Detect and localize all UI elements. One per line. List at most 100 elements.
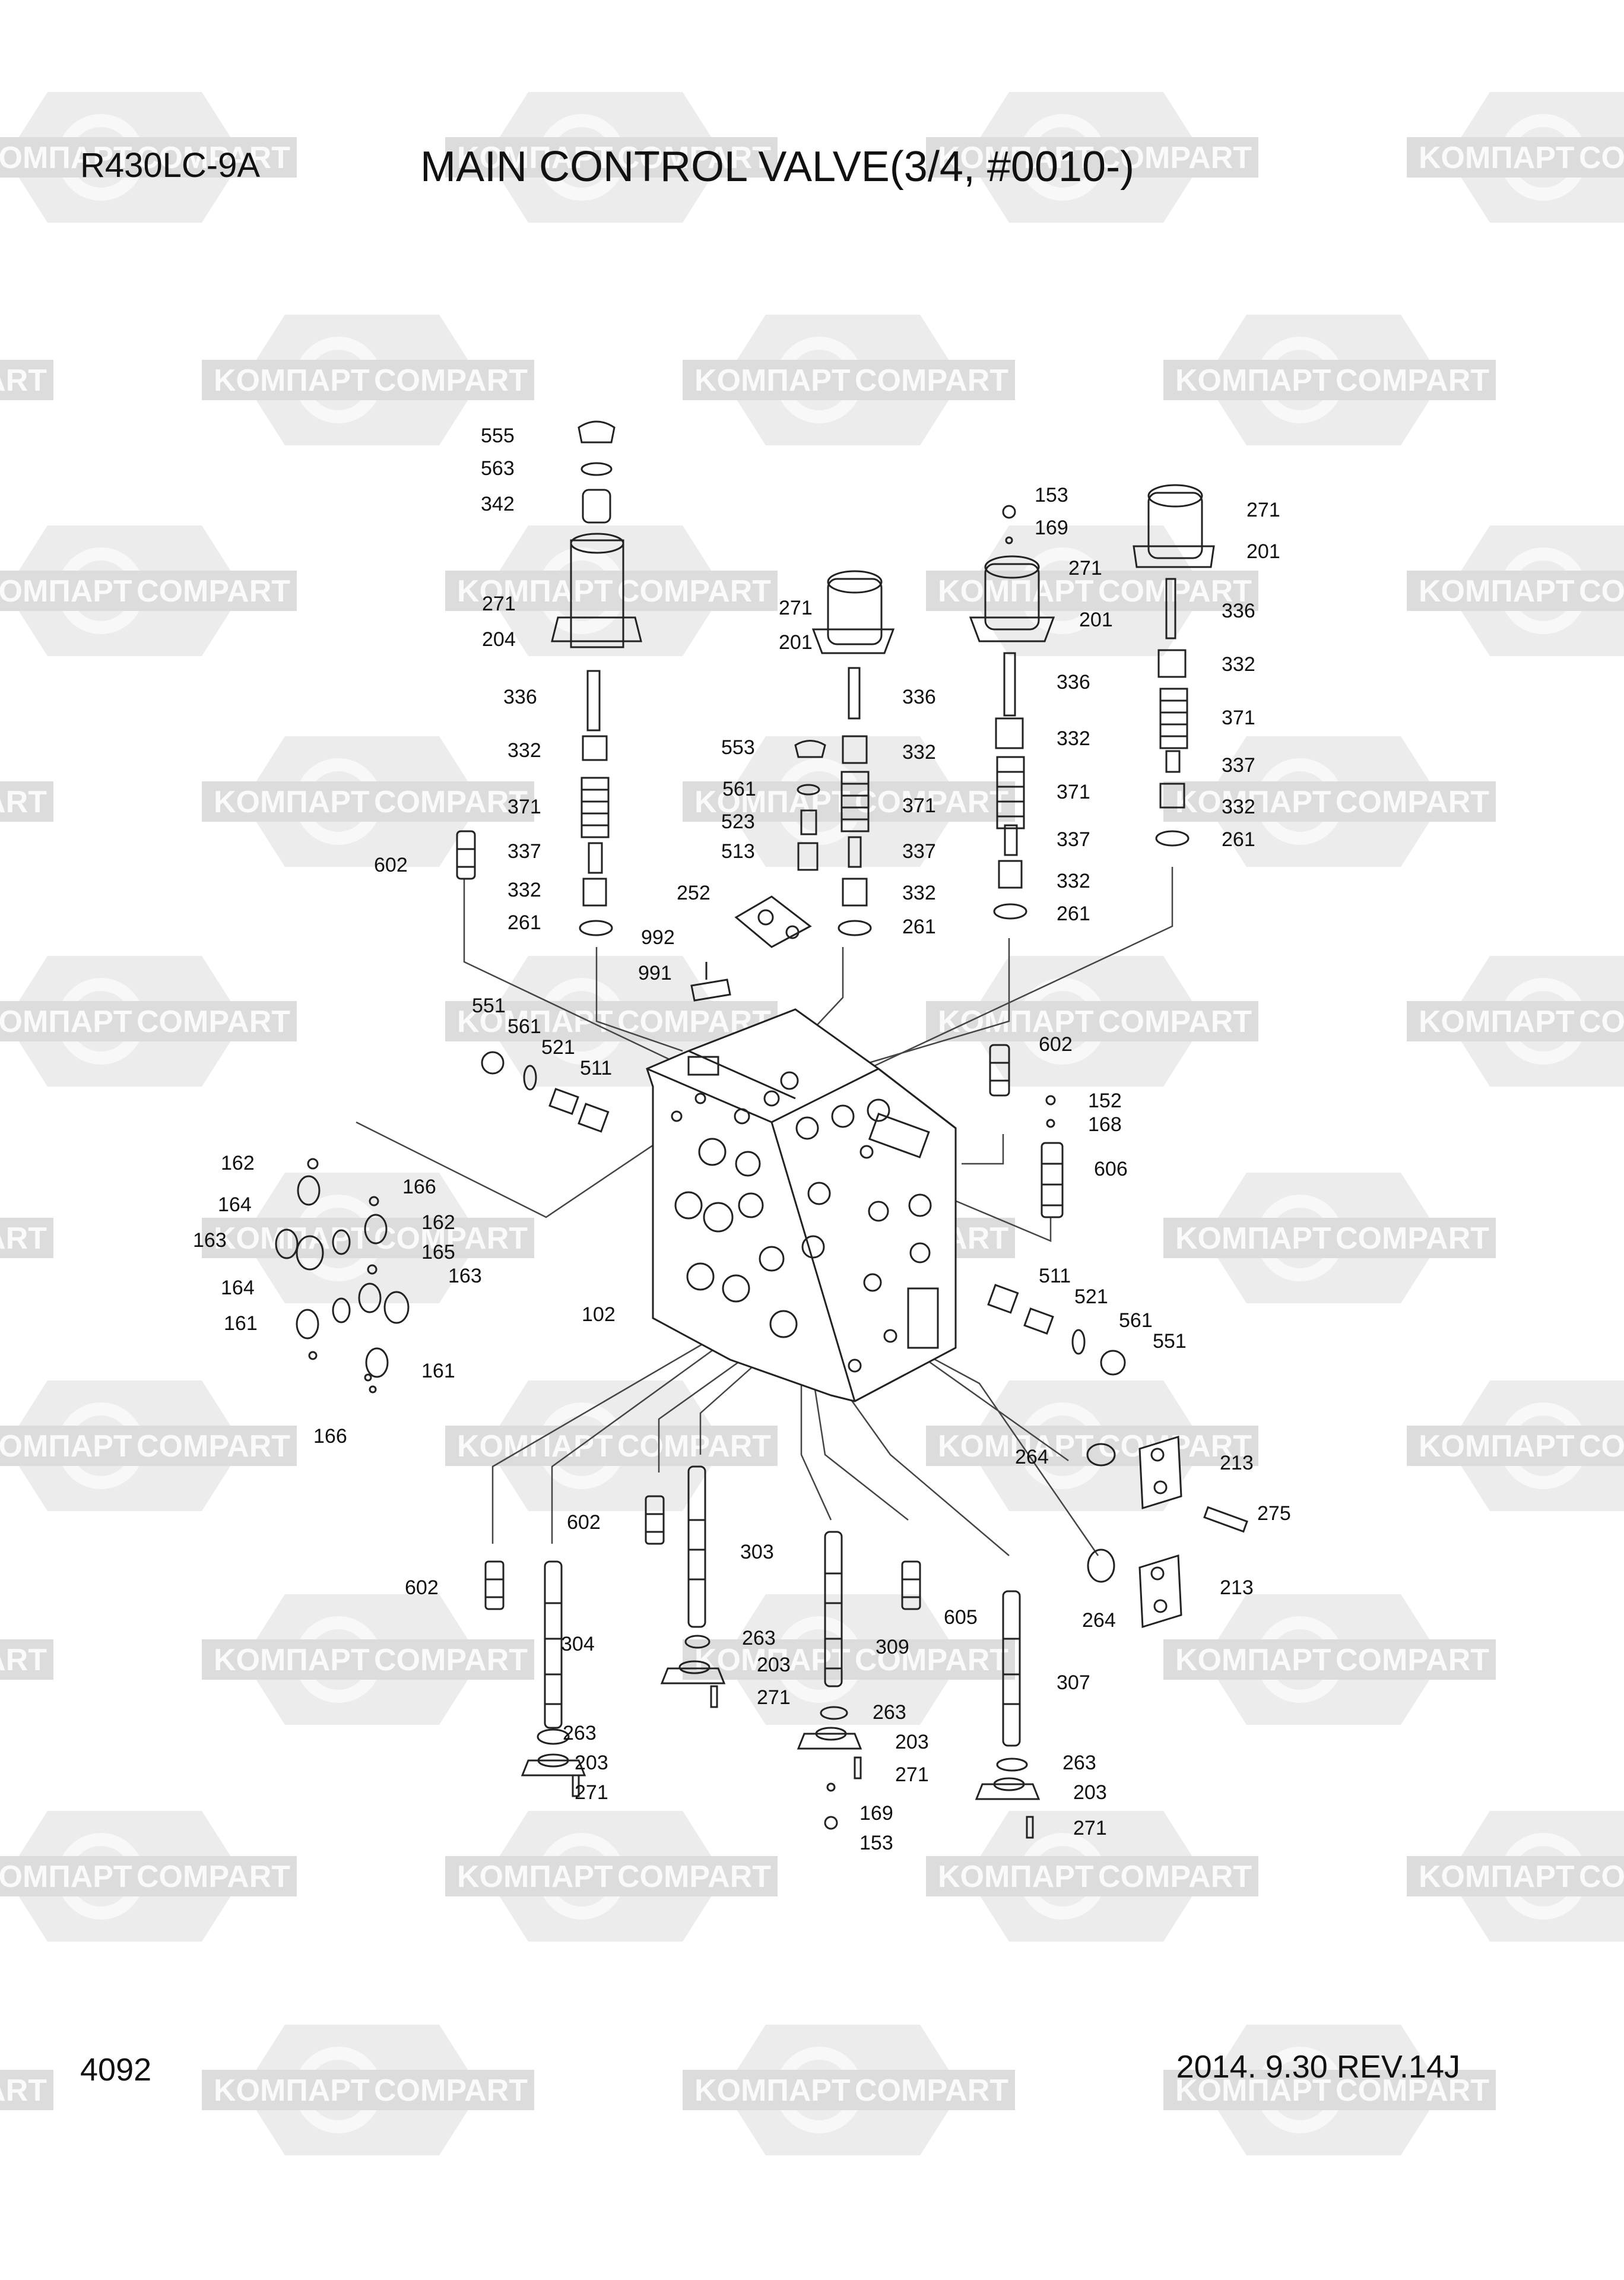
watermark-text: COMPART [1098,141,1252,175]
part-callout-c271g: 271 [1073,1817,1107,1839]
watermark-text: KOMПAPT [214,2073,370,2108]
part-callout-c153b: 153 [859,1832,893,1854]
part-callout-c602a: 602 [374,854,408,876]
part-callout-c511a: 511 [580,1057,612,1079]
part-callout-c162a: 162 [221,1152,255,1174]
page-number: 4092 [80,2052,152,2088]
watermark-text: COMPART [137,1860,290,1894]
watermark-text: KOMПAPT [1175,1221,1331,1256]
watermark-text: KOMПAPT [1419,1005,1575,1039]
watermark-text: KOMПAPT [1175,1643,1331,1677]
part-callout-c304: 304 [561,1633,595,1655]
watermark-text: COMPART [617,1860,771,1894]
part-callout-c271e: 271 [757,1686,791,1709]
part-callout-c203a: 203 [757,1654,791,1676]
part-callout-c275: 275 [1257,1502,1291,1525]
part-callout-c561c: 561 [1119,1309,1153,1332]
part-callout-c263a: 263 [742,1627,776,1649]
valve-block-102 [646,1008,957,1402]
callout-labels: 5555633422712043363323713373322616022712… [193,425,1291,1854]
part-callout-c555: 555 [481,425,515,447]
bottom-spools [484,1465,1041,1839]
part-callout-c337a: 337 [508,840,541,863]
part-callout-c521a: 521 [541,1036,575,1059]
watermark-text: COMPART [617,141,771,175]
watermark-text: KOMПAPT [0,1860,132,1894]
part-callout-c561a: 561 [722,778,756,800]
part-callout-c164b: 164 [221,1277,255,1299]
part-callout-c162b: 162 [421,1211,455,1234]
watermark-text: KOMПAPT [0,1429,132,1464]
watermark-text: KOMПAPT [694,363,851,398]
part-callout-c102: 102 [582,1303,616,1326]
page-title: MAIN CONTROL VALVE(3/4, #0010-) [420,143,1135,191]
watermark-text: COMPART [1579,1860,1624,1894]
watermark-text: KOMПAPT [457,1005,613,1039]
watermark-text: KOMПAPT [1419,574,1575,609]
part-callout-c332d: 332 [902,882,936,904]
watermark-text: KOMПAPT [214,1221,370,1256]
part-callout-c203b: 203 [895,1731,929,1753]
revision-date: 2014. 9.30 REV.14J [1176,2049,1460,2085]
part-callout-c165: 165 [421,1241,455,1264]
part-callout-c152: 152 [1088,1090,1122,1112]
watermark-text: KOMПAPT [214,785,370,819]
part-callout-c371a: 371 [508,796,541,818]
part-callout-c161b: 161 [421,1360,455,1382]
part-callout-c271d: 271 [1246,499,1280,521]
part-callout-c602d: 602 [567,1511,601,1534]
watermark-text: KOMПAPT [214,1643,370,1677]
watermark-text: COMPART [0,2073,47,2108]
watermark-text: COMPART [1098,1005,1252,1039]
valve-ports [671,1071,932,1373]
part-callout-c263d: 263 [563,1722,597,1744]
part-callout-c991: 991 [638,962,672,984]
watermark-text: KOMПAPT [457,1860,613,1894]
part-callout-c271h: 271 [575,1781,608,1804]
part-callout-c337d: 337 [1222,754,1255,777]
watermark-text: COMPART [1579,1429,1624,1464]
part-callout-c303: 303 [740,1541,774,1563]
watermark-text: KOMПAPT [938,574,1094,609]
watermark-text: COMPART [137,141,290,175]
part-callout-c252: 252 [677,882,710,904]
part-callout-c203c: 203 [1073,1781,1107,1804]
watermark-text: COMPART [1336,363,1489,398]
watermark-text: KOMПAPT [938,141,1094,175]
watermark-text: COMPART [1098,1860,1252,1894]
watermark-text: KOMПAPT [1419,1429,1575,1464]
spool-cap-stack-4 [1133,484,1215,847]
watermark-text: COMPART [137,1429,290,1464]
watermark-text: KOMПAPT [938,1429,1094,1464]
part-callout-c213a: 213 [1220,1452,1254,1474]
part-callout-c263c: 263 [1062,1752,1096,1774]
watermark-text: COMPART [1579,574,1624,609]
part-callout-c166b: 166 [313,1425,347,1448]
watermark-text: COMPART [1336,785,1489,819]
watermark-text: KOMПAPT [214,363,370,398]
watermark-text: COMPART [374,785,528,819]
part-callout-c264b: 264 [1082,1609,1116,1632]
part-callout-c337b: 337 [902,840,936,863]
watermark-text: KOMПAPT [1419,141,1575,175]
part-callout-c169b: 169 [859,1802,893,1825]
part-callout-c261a: 261 [508,911,541,934]
watermark-text: COMPART [0,1643,47,1677]
part-callout-c336d: 336 [1222,600,1255,622]
part-callout-c602b: 602 [1039,1033,1073,1056]
part-callout-c261c: 261 [1057,902,1090,925]
watermark-text: KOMПAPT [0,1005,132,1039]
part-callout-c163a: 163 [193,1229,227,1252]
part-callout-c309: 309 [876,1636,909,1658]
part-callout-c263b: 263 [873,1701,906,1724]
spool-cap-stack-3 [969,505,1055,920]
watermark-text: COMPART [617,1429,771,1464]
part-callout-c201a: 201 [779,631,813,654]
part-callout-c602c: 602 [405,1576,439,1599]
part-callout-c511b: 511 [1039,1265,1071,1287]
watermark-text: COMPART [855,2073,1008,2108]
part-callout-c551b: 551 [1153,1330,1187,1353]
part-callout-c606: 606 [1094,1158,1128,1180]
part-callout-c163b: 163 [448,1265,482,1287]
watermark-text: COMPART [1336,1643,1489,1677]
